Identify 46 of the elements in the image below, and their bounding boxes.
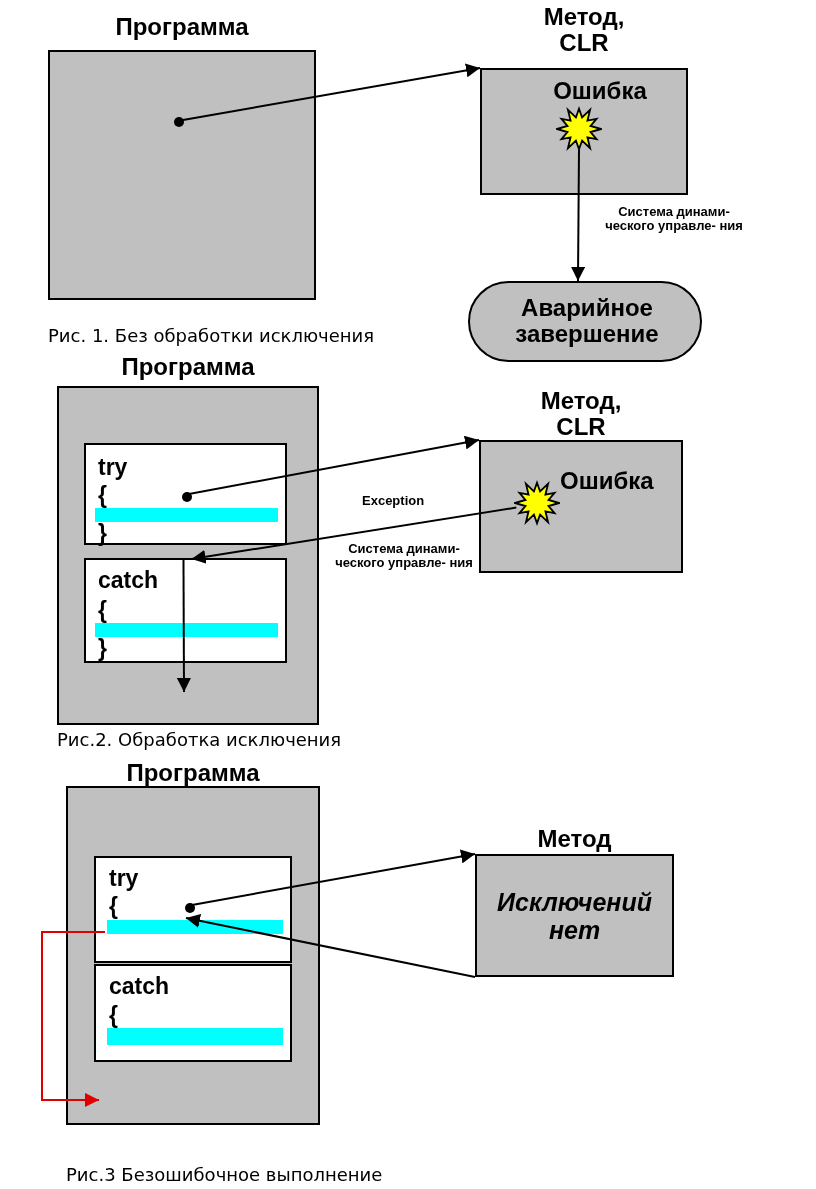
catch-block: [84, 558, 287, 663]
box-heading: Метод, CLR: [542, 4, 626, 57]
brace-text: {: [109, 894, 118, 920]
terminal-text: Аварийное завершение: [514, 295, 660, 348]
keyword-text: catch: [98, 568, 159, 594]
edge-label: Система динами- ческого управле- ния: [604, 205, 744, 234]
arrow: [571, 148, 586, 282]
error-label: Ошибка: [560, 468, 654, 495]
figure-caption: Рис. 1. Без обработки исключения: [48, 326, 375, 346]
arrow: [190, 506, 518, 564]
arrow: [184, 913, 476, 978]
box-heading: Метод, CLR: [539, 388, 623, 441]
code-bar: [107, 1028, 283, 1045]
keyword-text: catch: [109, 974, 170, 1000]
arrow: [41, 931, 106, 1107]
point-dot: [174, 117, 184, 127]
burst-shape: [556, 106, 602, 152]
try-block: [94, 856, 292, 963]
area-heading: Программа: [125, 760, 261, 787]
code-bar: [95, 508, 278, 522]
arrow: [182, 63, 481, 121]
brace-text: {: [98, 483, 107, 509]
error-label: Ошибка: [552, 78, 648, 105]
arrow: [176, 558, 191, 693]
figure-caption: Рис.3 Безошибочное выполнение: [66, 1165, 383, 1185]
try-block: [84, 443, 287, 545]
catch-block: [94, 964, 292, 1062]
point-dot: [185, 903, 195, 913]
area-heading: Программа: [114, 14, 250, 41]
keyword-text: try: [98, 455, 128, 481]
brace-text: }: [98, 636, 107, 662]
code-bar: [95, 623, 278, 637]
figure-caption: Рис.2. Обработка исключения: [57, 730, 342, 750]
arrow: [191, 849, 476, 906]
code-bar: [107, 920, 283, 934]
area-heading: Программа: [120, 354, 256, 381]
result-text: Исключений нет: [496, 889, 653, 944]
brace-text: {: [109, 1003, 118, 1029]
text-label: Exception: [362, 494, 425, 509]
burst-shape: [514, 480, 560, 526]
box-heading: Метод: [536, 826, 613, 853]
edge-label: Система динами- ческого управле- ния: [334, 542, 474, 571]
point-dot: [182, 492, 192, 502]
keyword-text: try: [109, 866, 139, 892]
brace-text: {: [98, 598, 107, 624]
arrow: [188, 435, 480, 495]
